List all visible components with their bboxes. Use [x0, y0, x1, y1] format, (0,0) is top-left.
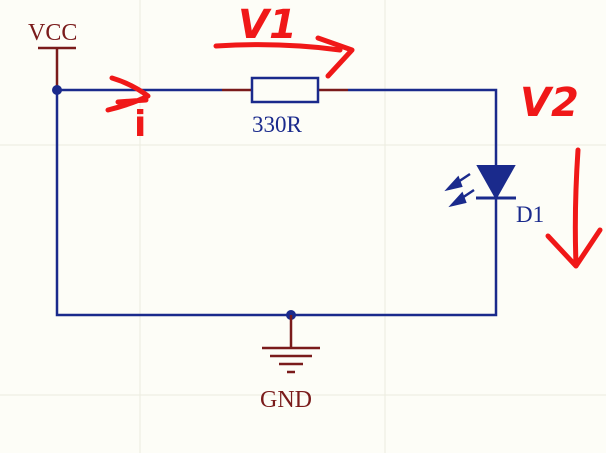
- current-arrow: [105, 75, 151, 113]
- v1-label: V1: [238, 2, 297, 48]
- vcc-port: [38, 46, 76, 90]
- current-annotation: i: [105, 75, 151, 145]
- vcc-junction-dot: [52, 85, 62, 95]
- vcc-label: VCC: [28, 20, 77, 46]
- v2-label: V2: [520, 80, 579, 126]
- top-wire-right: [348, 88, 498, 150]
- v2-annotation: V2: [520, 80, 603, 269]
- resistor-value-label: 330R: [252, 112, 303, 137]
- gnd-label: GND: [260, 387, 312, 413]
- v1-annotation: V1: [213, 2, 355, 79]
- resistor-symbol: [222, 76, 348, 104]
- v2-arrow: [545, 147, 603, 269]
- led-to-bottom-wire: [55, 90, 498, 317]
- led-designator-label: D1: [516, 202, 544, 227]
- current-label: i: [134, 104, 146, 145]
- led-emission-arrows: [444, 172, 475, 208]
- gnd-port: [262, 315, 320, 374]
- v1-arrow: [213, 35, 355, 79]
- led-symbol: [444, 150, 516, 215]
